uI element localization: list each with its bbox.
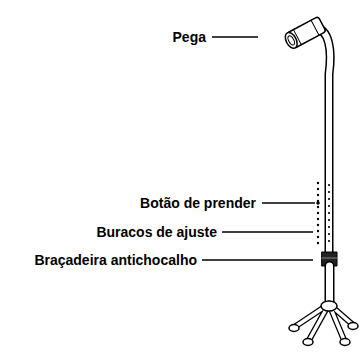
adjustment-hole xyxy=(328,226,330,228)
cane-shaft xyxy=(314,28,330,252)
adjustment-hole xyxy=(328,198,330,200)
part-label: Pega xyxy=(173,29,206,45)
adjustment-hole xyxy=(328,212,330,214)
adjustment-hole xyxy=(328,240,330,242)
cane-drawing xyxy=(283,16,358,345)
bracket-dot xyxy=(317,236,319,238)
adjustment-hole xyxy=(328,184,330,186)
adjustment-hole xyxy=(328,191,330,193)
bracket-dot xyxy=(317,218,319,220)
leader-line xyxy=(222,231,313,232)
leader-lines xyxy=(202,37,320,260)
bracket-dot xyxy=(317,188,319,190)
leader-dot xyxy=(316,201,320,205)
bracket-dot xyxy=(317,224,319,226)
cane-shaft-fill xyxy=(314,28,330,252)
bracket-dot xyxy=(317,194,319,196)
part-label: Botão de prender xyxy=(140,195,256,211)
quad-base xyxy=(289,301,358,346)
bracket-dot xyxy=(317,212,319,214)
bracket-dot xyxy=(317,182,319,184)
bracket-dot xyxy=(317,230,319,232)
adjustment-holes xyxy=(328,184,330,242)
leader-line xyxy=(262,202,315,203)
adjustment-hole xyxy=(328,233,330,235)
adjustment-hole xyxy=(328,205,330,207)
hole-bracket xyxy=(317,182,319,244)
part-label: Braçadeira antichocalho xyxy=(34,252,197,268)
lower-shaft xyxy=(325,266,335,304)
adjustment-hole xyxy=(328,219,330,221)
leader-line xyxy=(202,259,313,260)
part-label: Buracos de ajuste xyxy=(96,224,217,240)
bracket-dot xyxy=(317,242,319,244)
leader-line xyxy=(212,36,258,37)
bracket-dot xyxy=(317,206,319,208)
cane-grip xyxy=(283,16,326,50)
